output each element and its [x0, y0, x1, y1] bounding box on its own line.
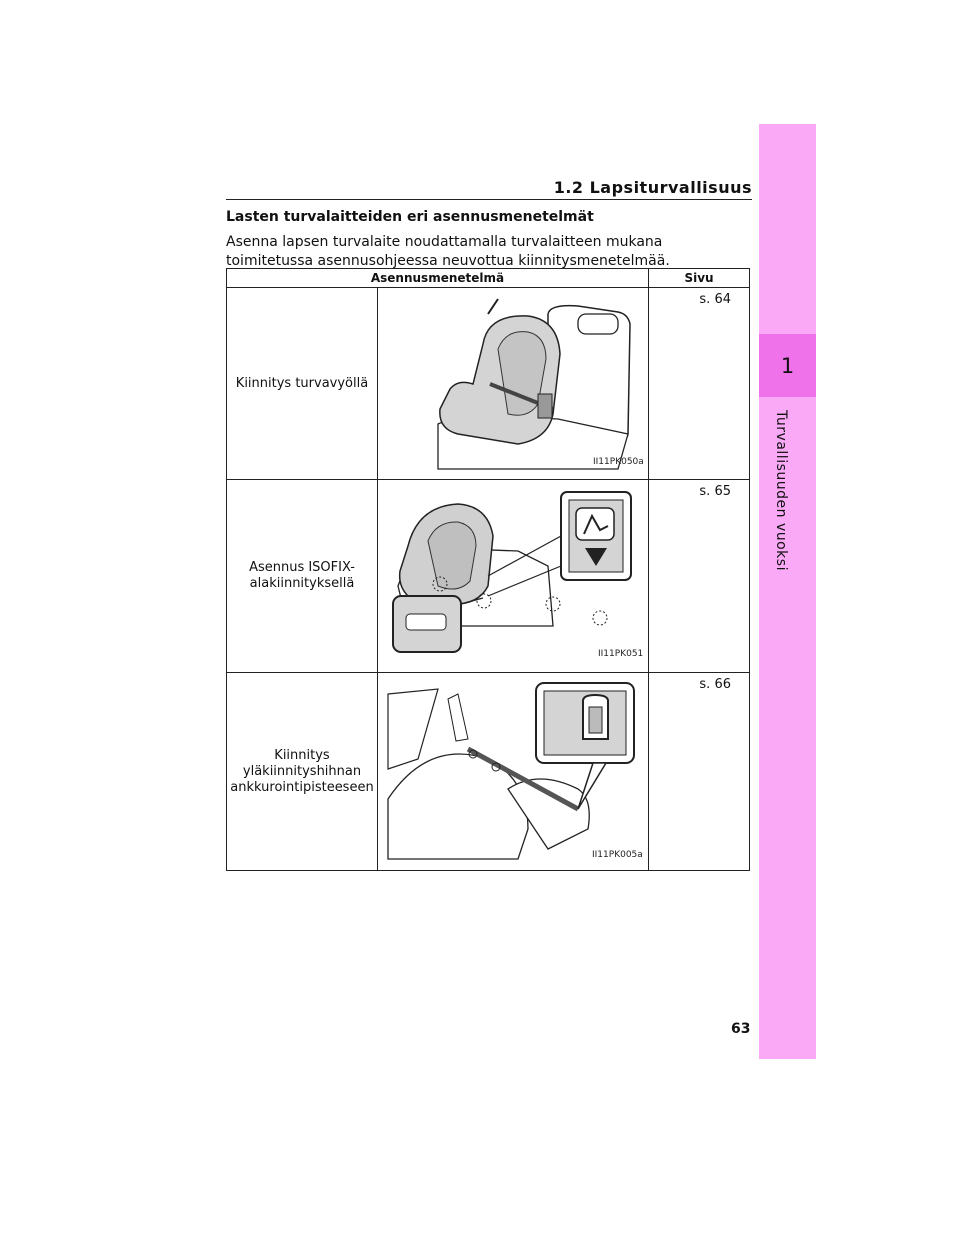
table-header-row: Asennusmenetelmä Sivu [226, 268, 750, 288]
page-ref: s. 64 [699, 292, 731, 307]
illustration-cell: II11PK051 [377, 479, 649, 673]
section-title: 1.2 Lapsiturvallisuus [553, 178, 752, 197]
page-ref: s. 66 [699, 677, 731, 692]
intro-paragraph: Asenna lapsen turvalaite noudattamalla t… [226, 234, 670, 269]
top-tether-illustration: II11PK005a [378, 679, 648, 864]
page-cell: s. 64 [648, 287, 750, 480]
table-row: Kiinnitys yläkiinnityshihnan ankkurointi… [226, 672, 750, 871]
page-ref: s. 65 [699, 484, 731, 499]
method-cell: Kiinnitys turvavyöllä [226, 287, 378, 480]
method-text: ankkurointipisteeseen [230, 779, 374, 795]
isofix-illustration: II11PK051 [378, 486, 648, 666]
page-cell: s. 65 [648, 479, 750, 673]
method-text: alakiinnityksellä [249, 576, 355, 591]
installation-methods-table: Asennusmenetelmä Sivu Kiinnitys turvavyö… [226, 268, 750, 871]
header-page: Sivu [648, 268, 750, 288]
method-text: Asennus ISOFIX- [249, 560, 355, 575]
method-cell: Kiinnitys yläkiinnityshihnan ankkurointi… [226, 672, 378, 871]
page-heading: Lasten turvalaitteiden eri asennusmenete… [226, 209, 594, 225]
method-text: Kiinnitys turvavyöllä [235, 375, 369, 391]
header-method: Asennusmenetelmä [226, 268, 649, 288]
illustration-cell: II11PK005a [377, 672, 649, 871]
chapter-number: 1 [759, 334, 816, 397]
image-code: II11PK051 [598, 649, 643, 659]
image-code: II11PK005a [592, 850, 643, 860]
page-number: 63 [731, 1021, 751, 1037]
table-row: Kiinnitys turvavyöllä II11PK050a [226, 287, 750, 480]
method-text: yläkiinnityshihnan [242, 763, 362, 779]
chapter-side-tab: 1 Turvallisuuden vuoksi [759, 124, 816, 1059]
method-cell: Asennus ISOFIX- alakiinnityksellä [226, 479, 378, 673]
method-text: Kiinnitys [274, 747, 330, 763]
illustration-cell: II11PK050a [377, 287, 649, 480]
header-rule [226, 199, 752, 200]
image-code: II11PK050a [593, 457, 644, 467]
chapter-title: Turvallisuuden vuoksi [773, 410, 789, 571]
page-cell: s. 66 [648, 672, 750, 871]
seatbelt-illustration: II11PK050a [378, 294, 648, 474]
table-row: Asennus ISOFIX- alakiinnityksellä [226, 479, 750, 673]
